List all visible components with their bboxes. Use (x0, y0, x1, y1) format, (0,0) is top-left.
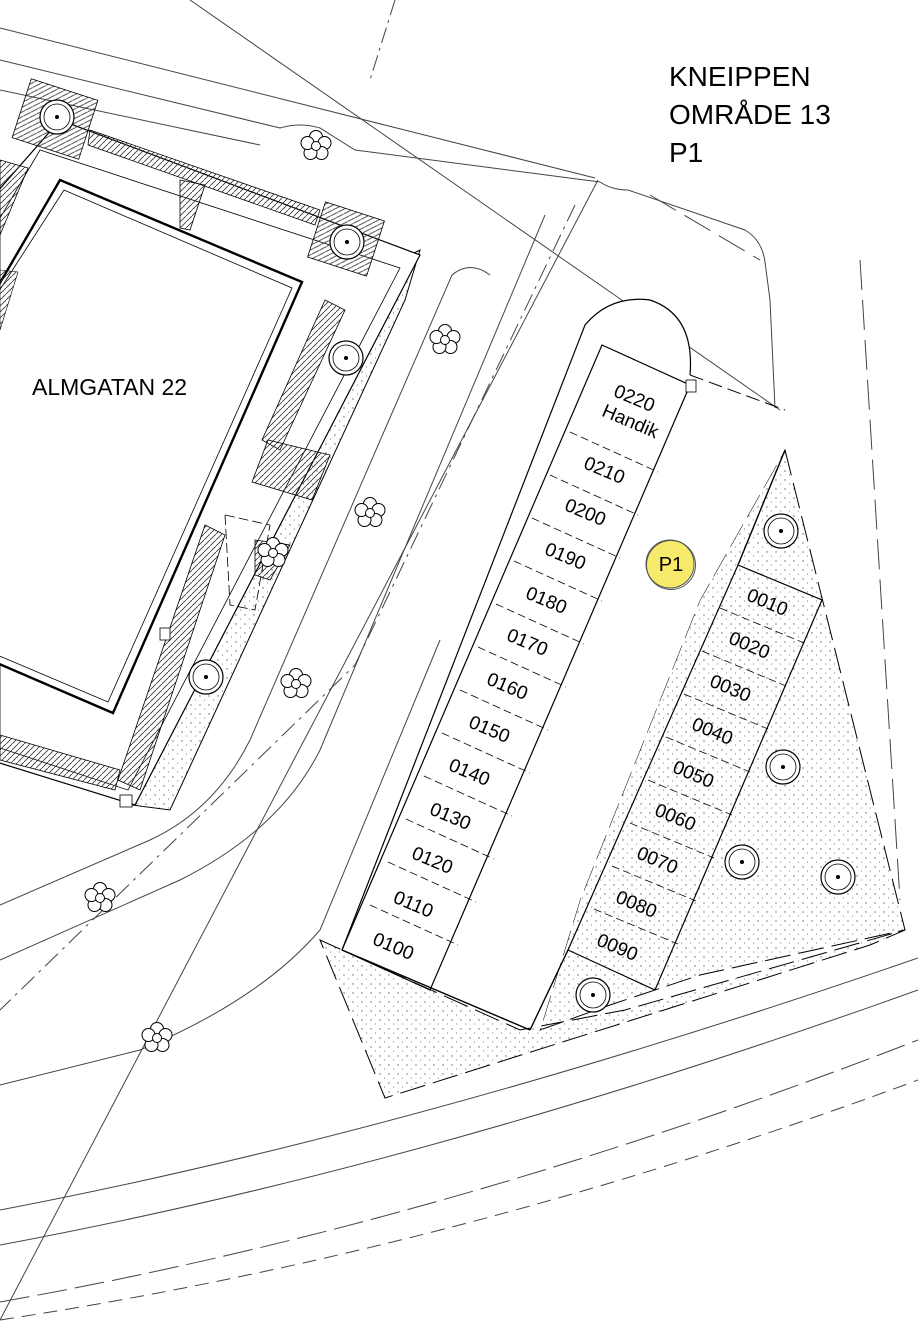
tree-icon (765, 749, 801, 785)
shrub-icon (300, 130, 332, 160)
tree-icon (724, 844, 760, 880)
shrub-icon (354, 497, 386, 527)
east-row-dividers (593, 607, 805, 945)
west-row-dividers (369, 431, 659, 946)
building-label: ALMGATAN 22 (32, 374, 188, 400)
shrub-icon (429, 324, 461, 354)
tree-icon (328, 340, 364, 376)
tree-icon (329, 224, 365, 260)
title-line-1: KNEIPPEN (669, 61, 811, 92)
building-almgatan (0, 78, 421, 806)
shrub-icon (84, 882, 116, 912)
shrub-icon (141, 1022, 173, 1052)
title-line-3: P1 (669, 137, 704, 168)
title-line-2: OMRÅDE 13 (669, 99, 831, 130)
lot-marker-p1[interactable]: P1 (646, 540, 696, 590)
tree-icon (575, 977, 611, 1013)
tree-icon (763, 513, 799, 549)
plan-title: KNEIPPEN OMRÅDE 13 P1 (669, 58, 831, 172)
tree-icon (188, 659, 224, 695)
parking-area-p1 (119, 298, 823, 1031)
shrub-icon (280, 668, 312, 698)
tree-icon (820, 859, 856, 895)
tree-icon (39, 99, 75, 135)
